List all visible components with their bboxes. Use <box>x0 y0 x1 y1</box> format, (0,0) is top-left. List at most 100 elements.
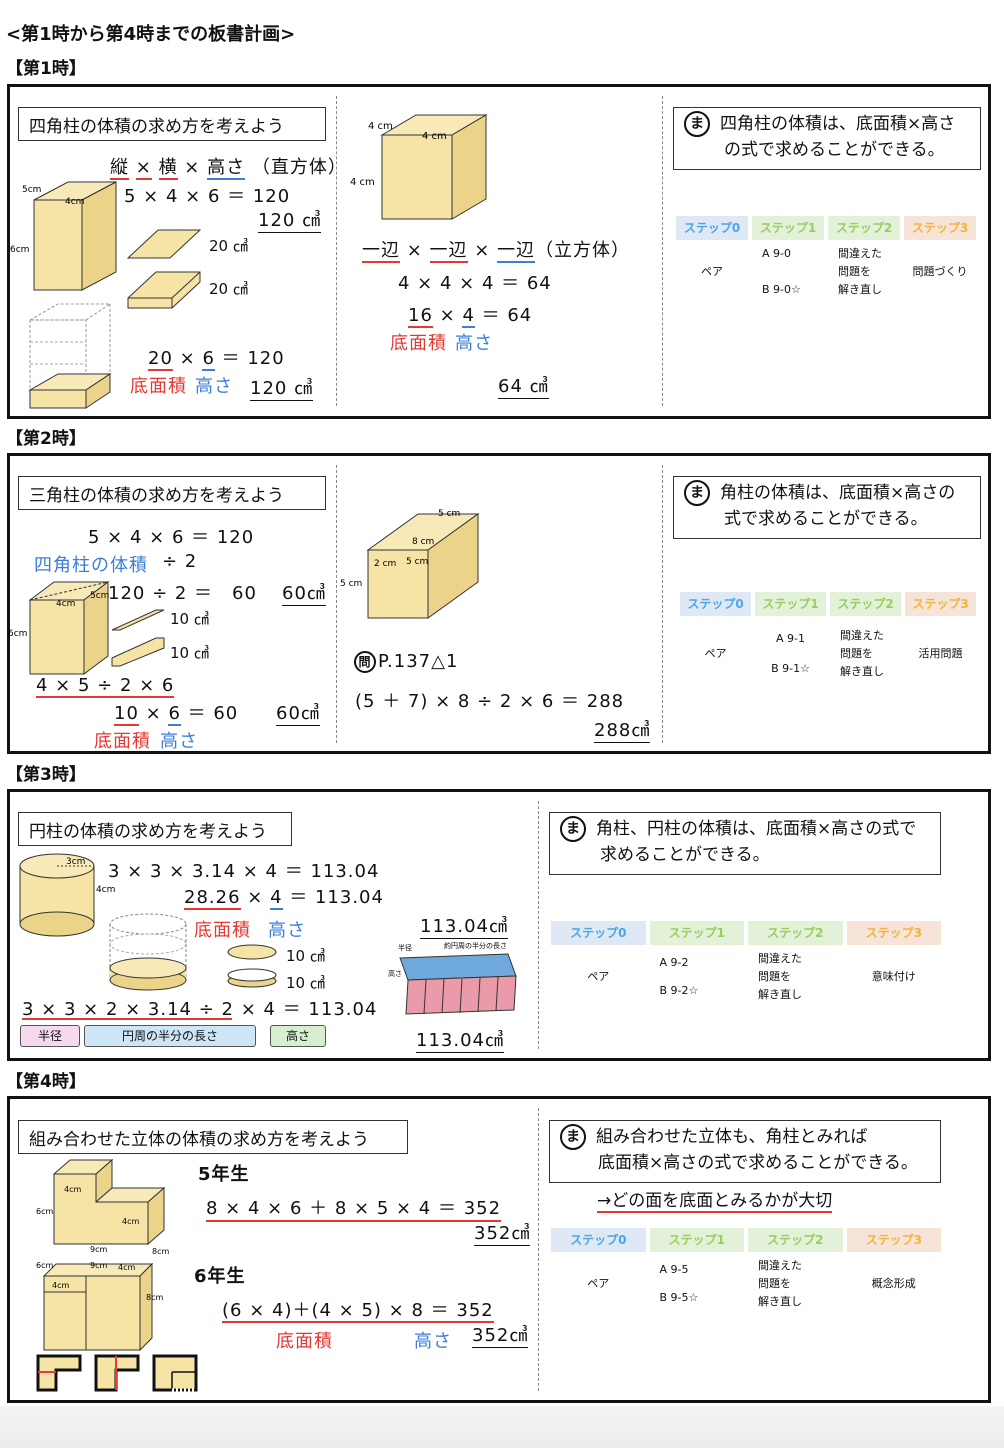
summary-text: 組み合わせた立体も、角柱とみれば <box>596 1127 868 1147</box>
step2-content: 間違えた問題を解き直し <box>830 616 901 692</box>
result: ＝ 64 <box>474 305 533 326</box>
label-base-area: 底面積 <box>130 376 187 397</box>
split-prism-image: 4cm 5cm 6cm <box>8 581 165 675</box>
dim-label: 4 cm <box>368 121 393 132</box>
times: × <box>135 157 152 180</box>
step3-content: 概念形成 <box>871 1277 916 1290</box>
summary-text: 求めることができる。 <box>600 845 770 865</box>
step3-header: ステップ3 <box>904 216 976 240</box>
op: × <box>138 703 169 724</box>
layer-volume: 20 ㎤ <box>209 280 248 298</box>
height: 6 <box>168 703 181 726</box>
lesson2-board <box>7 453 991 754</box>
dim-label: 6cm <box>36 1207 53 1216</box>
equation: 4 × 4 × 4 ＝ 64 <box>398 273 552 294</box>
step1-header: ステップ1 <box>649 921 744 945</box>
base-face-options-image <box>36 1354 198 1392</box>
dim-label: 5 cm <box>438 509 460 519</box>
step1-content: A 9-0 B 9-0☆ <box>752 240 824 304</box>
step2-header: ステップ2 <box>748 1228 843 1252</box>
equation-text: (6 × 4)＋(4 × 5) × 8 ＝ 352 <box>222 1300 494 1323</box>
dim-label: 3cm <box>66 857 85 867</box>
dim-label: 5 cm <box>406 557 428 567</box>
height: 6 <box>202 348 215 371</box>
op: × <box>240 887 271 908</box>
summary-text: 底面積×高さの式で求めることができる。 <box>598 1153 918 1173</box>
op: × <box>400 240 430 261</box>
dim-label: 6cm <box>10 245 29 255</box>
base: 28.26 <box>184 887 241 910</box>
label-base-area: 底面積 <box>390 333 447 354</box>
volume-formula-cube: 一辺 × 一辺 × 一辺（立方体） <box>362 236 630 263</box>
item: A 9-0 <box>762 247 791 260</box>
dim-label: 4 cm <box>422 131 447 142</box>
step0-content: ペア <box>587 1277 610 1290</box>
label-height: 高さ <box>268 920 306 941</box>
step0-header: ステップ0 <box>676 216 748 240</box>
step2-header: ステップ2 <box>830 592 901 616</box>
equation: (5 ＋ 7) × 8 ÷ 2 × 6 ＝ 288 <box>355 691 625 712</box>
equation: 5 × 4 × 6 ＝ 120 <box>88 527 255 548</box>
result: ＝ 60 <box>180 703 239 724</box>
equation: 28.26 × 4 ＝ 113.04 <box>184 883 384 910</box>
step2-header: ステップ2 <box>748 921 843 945</box>
step1-header: ステップ1 <box>755 592 826 616</box>
divider <box>538 1108 539 1391</box>
dim-label: 4cm <box>56 599 75 609</box>
step3-header: ステップ3 <box>846 921 941 945</box>
summary-box: ま組み合わせた立体も、角柱とみれば 底面積×高さの式で求めることができる。 <box>549 1120 941 1183</box>
dim-label: 9cm <box>90 1261 107 1270</box>
step3-content: 意味付け <box>871 970 916 983</box>
lesson1-heading: 【第1時】 <box>6 59 86 79</box>
divider <box>538 801 539 1049</box>
step3-content: 問題づくり <box>912 265 968 278</box>
equation: (6 × 4)＋(4 × 5) × 8 ＝ 352 <box>222 1296 494 1323</box>
dim-label: 4cm <box>65 197 84 207</box>
stacked-layers-image <box>28 303 112 409</box>
lesson1-task: 四角柱の体積の求め方を考えよう <box>18 107 326 141</box>
disk-volume: 10 ㎤ <box>286 947 325 965</box>
op: × <box>432 305 463 326</box>
item: 間違えた <box>758 952 802 965</box>
dim-label: 4 cm <box>350 177 375 188</box>
answer: 352㎤ <box>472 1321 529 1348</box>
result: ＝ 113.04 <box>282 887 384 908</box>
cylinder-image: 3cm 4cm <box>19 853 115 937</box>
answer: 352㎤ <box>474 1219 531 1246</box>
lesson2-task: 三角柱の体積の求め方を考えよう <box>18 476 326 510</box>
answer: 288㎤ <box>594 716 651 743</box>
dim-label: 5cm <box>90 591 109 601</box>
lesson2-heading: 【第2時】 <box>6 429 86 449</box>
dim-label: 約円周の半分の長さ <box>444 941 507 950</box>
label-height: 高さ <box>195 376 233 397</box>
item: 解き直し <box>838 283 882 296</box>
stacked-disks-image <box>109 913 187 991</box>
step3-header: ステップ3 <box>905 592 976 616</box>
lesson4-task: 組み合わせた立体の体積の求め方を考えよう <box>18 1120 408 1154</box>
word-side: 一辺 <box>362 240 400 263</box>
summary-box: ま角柱、円柱の体積は、底面積×高さの式で 求めることができる。 <box>549 812 941 875</box>
summary-mark-icon: ま <box>684 480 710 506</box>
step1-header: ステップ1 <box>752 216 824 240</box>
item: B 9-0☆ <box>762 283 801 296</box>
item: B 9-1☆ <box>771 662 810 675</box>
item: B 9-5☆ <box>659 1291 699 1304</box>
summary-mark-icon: ま <box>560 1124 586 1150</box>
dim-label: 高さ <box>388 969 402 978</box>
item: 解き直し <box>758 988 802 1001</box>
summary-box: ま四角柱の体積は、底面積×高さ の式で求めることができる。 <box>673 107 981 170</box>
step0-content: ペア <box>587 970 610 983</box>
word-length: 縦 <box>110 157 129 180</box>
answer: 60㎤ <box>276 699 320 726</box>
item: 問題を <box>758 1277 791 1290</box>
step0-header: ステップ0 <box>680 592 751 616</box>
item: A 9-2 <box>659 956 689 969</box>
layer-volume: 20 ㎤ <box>209 237 248 255</box>
op: × <box>467 240 498 261</box>
tag-height: 高さ <box>270 1025 326 1047</box>
dim-label: 半径 <box>398 943 412 952</box>
equation: 8 × 4 × 6 ＋ 8 × 5 × 4 ＝ 352 <box>206 1194 502 1222</box>
